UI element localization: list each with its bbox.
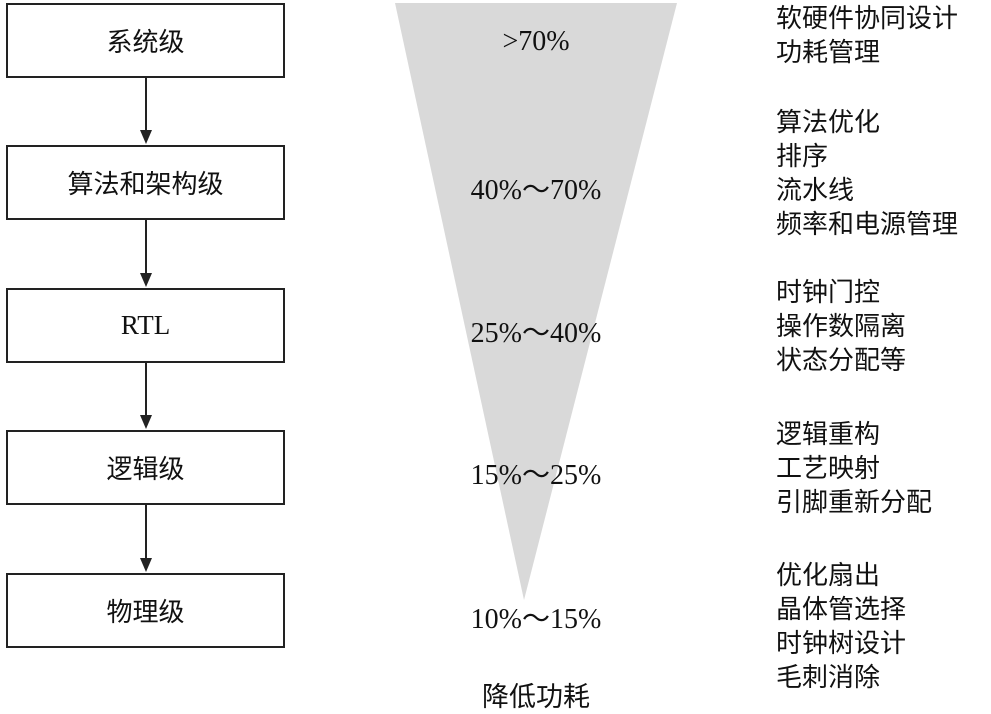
technique-item: 算法优化 <box>776 108 881 138</box>
percent-algorithm-architecture: 40%～70% <box>470 175 602 206</box>
level-box-algorithm-architecture: 算法和架构级 <box>6 145 285 220</box>
level-box-logic: 逻辑级 <box>6 430 285 505</box>
power-reduction-funnel <box>395 3 677 600</box>
level-box-physical: 物理级 <box>6 573 285 648</box>
level-box-system: 系统级 <box>6 3 285 78</box>
arrow-2-head <box>140 273 152 287</box>
technique-item: 优化扇出 <box>776 561 881 591</box>
level-label: 物理级 <box>106 598 185 628</box>
technique-item: 软硬件协同设计 <box>776 4 959 34</box>
level-label: 逻辑级 <box>106 455 185 485</box>
percent-logic: 15%～25% <box>470 460 602 491</box>
arrow-4-head <box>140 558 152 572</box>
technique-item: 时钟树设计 <box>776 629 907 659</box>
level-label: 系统级 <box>106 28 185 58</box>
technique-item: 逻辑重构 <box>776 420 881 450</box>
technique-item: 工艺映射 <box>776 454 881 484</box>
level-box-rtl: RTL <box>6 288 285 363</box>
technique-item: 排序 <box>776 142 829 172</box>
percent-physical: 10%～15% <box>470 604 602 635</box>
techniques-logic: 逻辑重构 工艺映射 引脚重新分配 <box>776 418 990 520</box>
technique-item: 频率和电源管理 <box>776 210 959 240</box>
techniques-physical: 优化扇出 晶体管选择 时钟树设计 毛刺消除 <box>776 559 990 695</box>
funnel-caption: 降低功耗 <box>482 682 590 713</box>
technique-item: 功耗管理 <box>776 38 881 68</box>
techniques-rtl: 时钟门控 操作数隔离 状态分配等 <box>776 276 990 378</box>
arrow-1-head <box>140 130 152 144</box>
percent-system: >70% <box>502 26 570 57</box>
level-label: RTL <box>120 310 171 340</box>
techniques-algorithm-architecture: 算法优化 排序 流水线 频率和电源管理 <box>776 106 990 242</box>
level-label: 算法和架构级 <box>67 170 224 200</box>
technique-item: 毛刺消除 <box>776 663 881 693</box>
technique-item: 流水线 <box>776 176 855 206</box>
flow-arrows <box>140 78 152 572</box>
percent-rtl: 25%～40% <box>470 318 602 349</box>
arrow-3-head <box>140 415 152 429</box>
technique-item: 晶体管选择 <box>776 595 907 625</box>
technique-item: 时钟门控 <box>776 278 881 308</box>
technique-item: 状态分配等 <box>776 346 907 376</box>
techniques-system: 软硬件协同设计 功耗管理 <box>776 2 990 70</box>
technique-item: 引脚重新分配 <box>776 488 933 518</box>
technique-item: 操作数隔离 <box>776 312 907 342</box>
